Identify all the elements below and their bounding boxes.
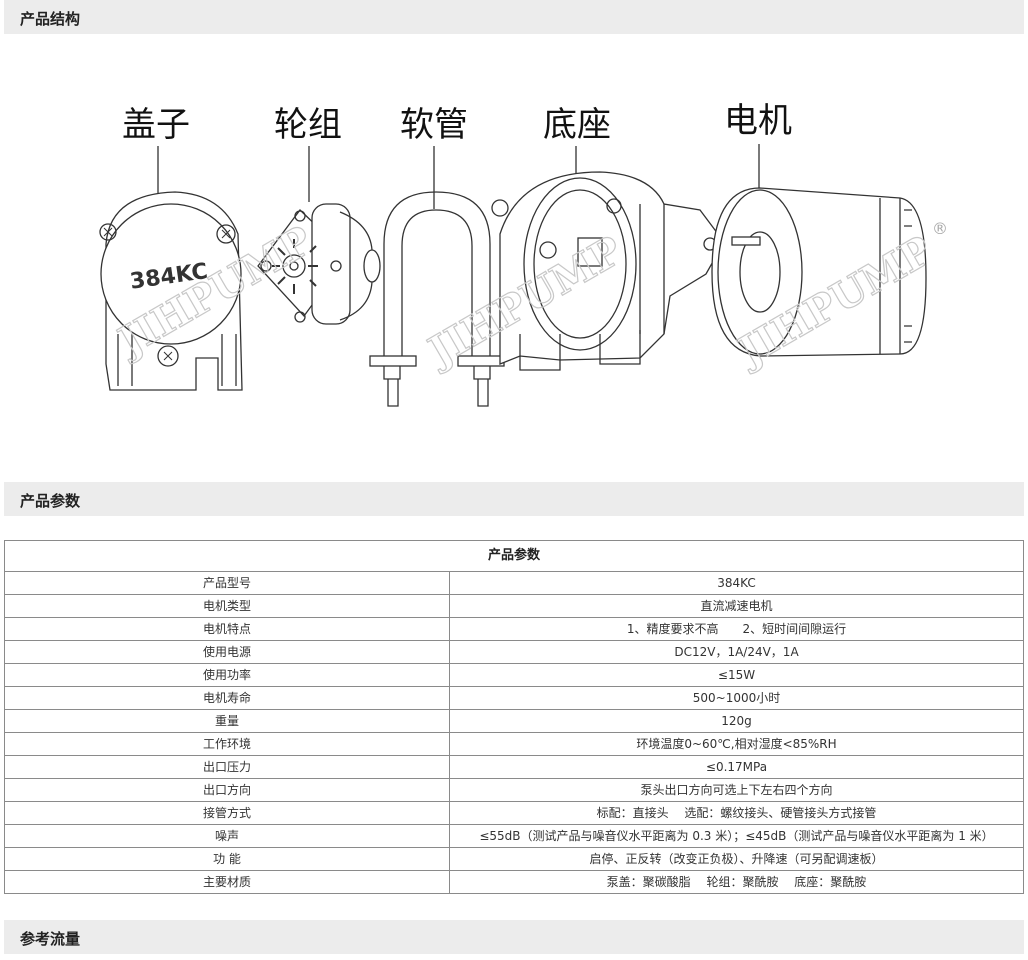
section-header-params: 产品参数 — [4, 482, 1024, 516]
section-header-structure: 产品结构 — [4, 0, 1024, 34]
table-row: 主要材质泵盖：聚碳酸脂 轮组：聚酰胺 底座：聚酰胺 — [4, 870, 1024, 894]
param-value: ≤15W — [449, 663, 1024, 687]
label-motor: 电机 — [724, 101, 792, 141]
param-name: 电机类型 — [4, 594, 450, 618]
label-cover: 盖子 — [122, 105, 190, 145]
table-row: 工作环境环境温度0~60℃,相对湿度<85%RH — [4, 732, 1024, 756]
param-name: 出口压力 — [4, 755, 450, 779]
param-name: 工作环境 — [4, 732, 450, 756]
param-name: 使用电源 — [4, 640, 450, 664]
table-row: 出口压力≤0.17MPa — [4, 755, 1024, 779]
param-name: 主要材质 — [4, 870, 450, 894]
exploded-view-diagram: 盖子 轮组 软管 底座 电机 384KC — [99, 101, 948, 407]
table-title-row: 产品参数 — [4, 540, 1024, 572]
table-row: 电机类型直流减速电机 — [4, 594, 1024, 618]
param-name: 电机特点 — [4, 617, 450, 641]
table-row: 使用功率≤15W — [4, 663, 1024, 687]
param-value: 500~1000小时 — [449, 686, 1024, 710]
section-title: 产品参数 — [20, 492, 81, 510]
label-base: 底座 — [543, 105, 611, 145]
param-value: 环境温度0~60℃,相对湿度<85%RH — [449, 732, 1024, 756]
param-value: 启停、正反转（改变正负极）、升降速（可另配调速板） — [449, 847, 1024, 871]
param-value: 1、精度要求不高 2、短时间间隙运行 — [449, 617, 1024, 641]
param-value: DC12V，1A/24V，1A — [449, 640, 1024, 664]
tube-part — [369, 191, 505, 407]
param-value: ≤0.17MPa — [449, 755, 1024, 779]
param-value: 384KC — [449, 571, 1024, 595]
base-part — [491, 171, 725, 371]
param-value: 泵盖：聚碳酸脂 轮组：聚酰胺 底座：聚酰胺 — [449, 870, 1024, 894]
motor-part — [711, 187, 927, 357]
param-name: 接管方式 — [4, 801, 450, 825]
table-row: 出口方向泵头出口方向可选上下左右四个方向 — [4, 778, 1024, 802]
label-rotor: 轮组 — [274, 105, 342, 145]
rotor-part — [257, 203, 381, 325]
param-name: 重量 — [4, 709, 450, 733]
param-name: 功 能 — [4, 847, 450, 871]
param-value: 直流减速电机 — [449, 594, 1024, 618]
param-name: 出口方向 — [4, 778, 450, 802]
param-value: 泵头出口方向可选上下左右四个方向 — [449, 778, 1024, 802]
param-name: 噪声 — [4, 824, 450, 848]
param-name: 产品型号 — [4, 571, 450, 595]
table-row: 接管方式标配：直接头 选配：螺纹接头、硬管接头方式接管 — [4, 801, 1024, 825]
section-title: 产品结构 — [20, 10, 81, 28]
registered-mark: ® — [932, 219, 948, 238]
param-value: 120g — [449, 709, 1024, 733]
label-tube: 软管 — [400, 105, 468, 145]
cover-part: 384KC — [99, 191, 243, 391]
param-name: 电机寿命 — [4, 686, 450, 710]
table-row: 噪声≤55dB（测试产品与噪音仪水平距离为 0.3 米）；≤45dB（测试产品与… — [4, 824, 1024, 848]
table-title: 产品参数 — [4, 540, 1024, 572]
param-name: 使用功率 — [4, 663, 450, 687]
section-title: 参考流量 — [20, 930, 81, 948]
param-value: ≤55dB（测试产品与噪音仪水平距离为 0.3 米）；≤45dB（测试产品与噪音… — [449, 824, 1024, 848]
table-row: 功 能启停、正反转（改变正负极）、升降速（可另配调速板） — [4, 847, 1024, 871]
section-header-flow: 参考流量 — [4, 920, 1024, 954]
param-value: 标配：直接头 选配：螺纹接头、硬管接头方式接管 — [449, 801, 1024, 825]
